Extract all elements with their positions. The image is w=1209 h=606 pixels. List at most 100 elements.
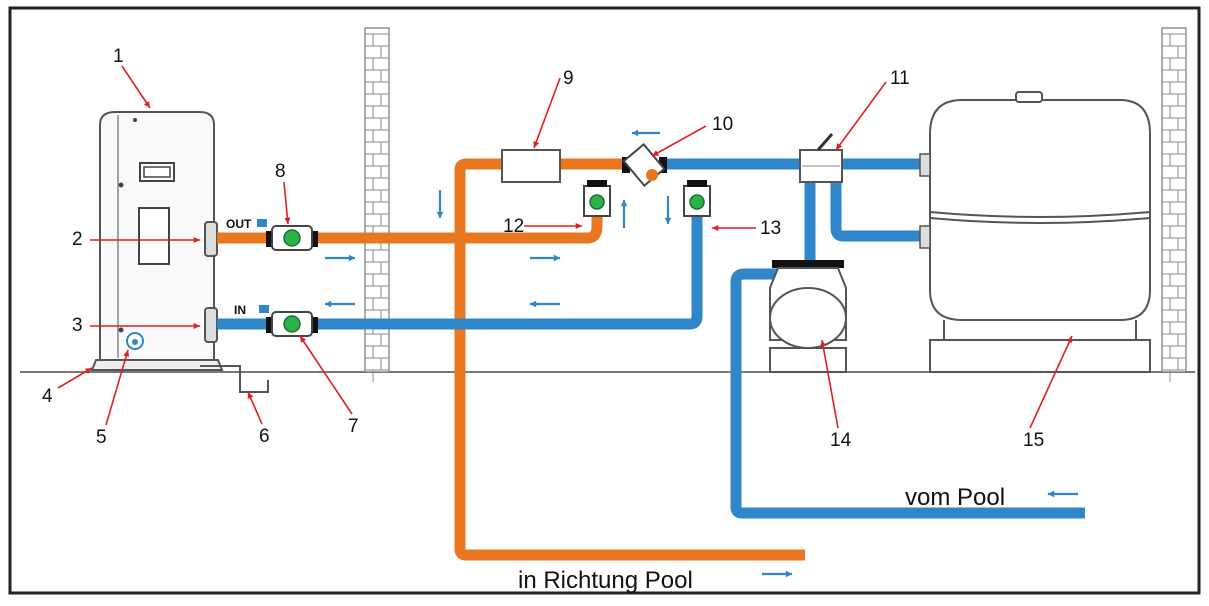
callout-12: 12 bbox=[503, 216, 524, 237]
flow-arrow-head bbox=[348, 254, 355, 262]
callout-5: 5 bbox=[96, 427, 107, 448]
valve-in-7 bbox=[266, 311, 318, 337]
flow-arrow bbox=[664, 196, 672, 224]
callout-10: 10 bbox=[712, 114, 733, 135]
pipe-from-pool bbox=[730, 268, 1085, 519]
leader-head bbox=[85, 368, 92, 374]
flow-arrow bbox=[530, 300, 560, 308]
flow-arrow bbox=[620, 200, 628, 228]
leader-head bbox=[193, 236, 200, 244]
flow-arrow-head bbox=[632, 129, 639, 137]
callout-7: 7 bbox=[348, 416, 359, 437]
leader-line bbox=[533, 77, 561, 149]
outer-frame bbox=[8, 6, 1201, 595]
callout-1: 1 bbox=[113, 46, 124, 67]
callout-15: 15 bbox=[1023, 430, 1044, 451]
leader-head bbox=[820, 340, 827, 347]
flow-arrow-head bbox=[530, 300, 537, 308]
pipe-in-heat-pump bbox=[217, 216, 703, 330]
label-in: IN bbox=[234, 303, 246, 317]
callout-4: 4 bbox=[42, 386, 53, 407]
flow-arrow-head bbox=[664, 217, 672, 224]
leader-head bbox=[836, 143, 843, 150]
leader-head bbox=[143, 101, 150, 108]
heat-pump-panel bbox=[138, 207, 170, 265]
leader-head bbox=[533, 141, 540, 148]
leader-head bbox=[193, 322, 200, 330]
label-from-pool: vom Pool bbox=[905, 484, 1005, 511]
leader-line bbox=[283, 181, 291, 225]
leader-line bbox=[90, 322, 200, 330]
leader-shaft bbox=[1029, 335, 1073, 429]
flow-arrow bbox=[632, 129, 660, 137]
leader-head bbox=[712, 224, 719, 232]
flow-arrow-head bbox=[553, 254, 560, 262]
leader-line bbox=[1029, 335, 1073, 429]
flow-arrow bbox=[762, 570, 792, 578]
flow-arrow-head bbox=[620, 200, 628, 207]
leader-shaft bbox=[105, 349, 129, 426]
leader-shaft bbox=[57, 367, 93, 389]
leader-line bbox=[299, 335, 353, 415]
flow-arrow-head bbox=[325, 300, 332, 308]
leader-line bbox=[105, 349, 130, 426]
pool-heater-bypass-box bbox=[501, 149, 561, 183]
leader-head bbox=[652, 150, 659, 156]
sand-filter-tank bbox=[919, 91, 1151, 373]
label-out: OUT bbox=[226, 217, 252, 231]
flow-arrow bbox=[530, 254, 560, 262]
flow-arrow bbox=[1048, 490, 1078, 498]
flow-arrow-head bbox=[436, 211, 444, 218]
leader-shaft bbox=[533, 77, 561, 149]
callout-numbers: 1 2 3 4 5 6 7 8 9 10 11 12 13 14 15 bbox=[42, 46, 1044, 451]
bypass-valve-12 bbox=[583, 180, 611, 217]
callout-3: 3 bbox=[72, 315, 83, 336]
water-outlet-port bbox=[204, 221, 218, 257]
flow-arrow bbox=[436, 190, 444, 218]
leader-head bbox=[1066, 336, 1073, 343]
leader-shaft bbox=[121, 65, 151, 109]
pipes bbox=[217, 158, 1085, 561]
flow-arrows bbox=[325, 129, 1078, 578]
leader-head bbox=[123, 350, 130, 357]
leader-line bbox=[121, 65, 151, 109]
leader-line bbox=[524, 222, 582, 230]
pool-pump bbox=[769, 260, 847, 373]
callout-2: 2 bbox=[72, 229, 83, 250]
pipe-to-pool bbox=[454, 158, 805, 561]
water-inlet-port bbox=[204, 307, 218, 343]
flow-arrow-head bbox=[1048, 490, 1055, 498]
leader-line bbox=[247, 391, 263, 425]
leader-line bbox=[57, 367, 93, 389]
callout-9: 9 bbox=[563, 68, 574, 89]
multiport-valve-11 bbox=[799, 133, 843, 183]
brick-wall-right bbox=[1161, 27, 1187, 382]
heat-pump-unit bbox=[90, 111, 269, 393]
leader-shaft bbox=[821, 339, 839, 429]
valve-out-8 bbox=[266, 225, 318, 251]
leader-line bbox=[820, 339, 839, 429]
leader-shaft bbox=[835, 81, 887, 151]
leader-line bbox=[835, 81, 887, 151]
in-flow-icon bbox=[259, 305, 269, 313]
callout-leaders bbox=[57, 65, 1073, 429]
label-to-pool: in Richtung Pool bbox=[518, 567, 693, 594]
leader-line bbox=[90, 236, 200, 244]
leader-shaft bbox=[651, 125, 707, 157]
flow-arrow-head bbox=[785, 570, 792, 578]
leader-shaft bbox=[283, 181, 289, 225]
callout-13: 13 bbox=[760, 218, 781, 239]
out-flow-icon bbox=[257, 219, 267, 227]
condensate-drain bbox=[200, 365, 269, 393]
leader-head bbox=[575, 222, 582, 230]
bypass-valve-13 bbox=[683, 180, 711, 217]
leader-line bbox=[712, 224, 756, 232]
heat-pump-display bbox=[139, 162, 175, 182]
callout-8: 8 bbox=[275, 161, 286, 182]
leader-head bbox=[300, 336, 307, 343]
flow-arrow bbox=[325, 254, 355, 262]
leader-line bbox=[651, 125, 707, 157]
leader-head bbox=[284, 217, 291, 224]
